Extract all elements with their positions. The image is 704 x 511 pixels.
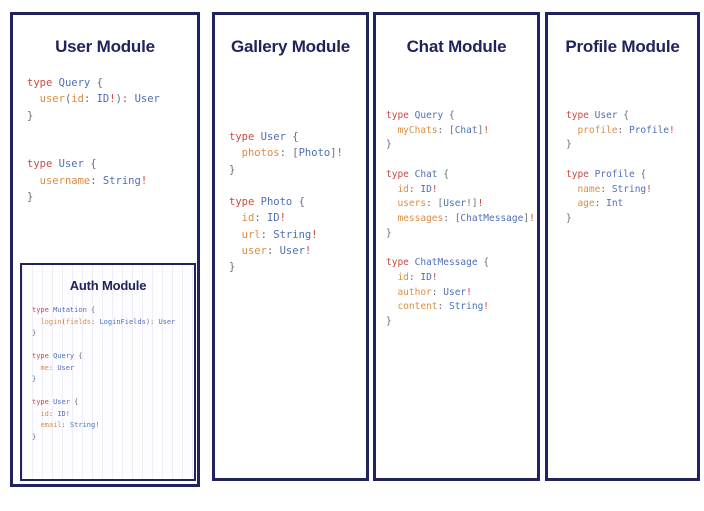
panel-chat-module-title: Chat Module bbox=[406, 37, 507, 56]
gallery-module-code: type User { photos: [Photo]! } type Phot… bbox=[229, 131, 343, 274]
panel-profile-module-title: Profile Module bbox=[565, 37, 680, 56]
panel-auth-module[interactable]: Auth Module type Mutation { login(fields… bbox=[20, 263, 196, 481]
panel-profile-module[interactable]: Profile Module type User { profile: Prof… bbox=[545, 12, 700, 481]
profile-module-code: type User { profile: Profile! } type Pro… bbox=[566, 110, 675, 225]
panel-user-module[interactable]: User Module type Query { user(id: ID!): … bbox=[10, 12, 200, 487]
auth-module-code: type Mutation { login(fields: LoginField… bbox=[32, 306, 176, 442]
panel-user-module-title: User Module bbox=[55, 37, 155, 56]
profile-module-code-wrapper: type User { profile: Profile! } type Pro… bbox=[548, 109, 697, 227]
panel-gallery-module-title: Gallery Module bbox=[230, 37, 351, 56]
gallery-module-code-wrapper: type User { photos: [Photo]! } type Phot… bbox=[215, 129, 366, 275]
panel-auth-module-title: Auth Module bbox=[69, 278, 147, 293]
user-module-code: type Query { user(id: ID!): User } type … bbox=[27, 77, 160, 203]
chat-module-code-wrapper: type Query { myChats: [Chat]! } type Cha… bbox=[376, 109, 537, 330]
panel-gallery-module[interactable]: Gallery Module type User { photos: [Phot… bbox=[212, 12, 369, 481]
user-module-code-wrapper: type Query { user(id: ID!): User } type … bbox=[13, 75, 197, 205]
chat-module-code: type Query { myChats: [Chat]! } type Cha… bbox=[386, 110, 535, 328]
panel-chat-module[interactable]: Chat Module type Query { myChats: [Chat]… bbox=[373, 12, 540, 481]
auth-module-code-wrapper: type Mutation { login(fields: LoginField… bbox=[22, 305, 194, 444]
